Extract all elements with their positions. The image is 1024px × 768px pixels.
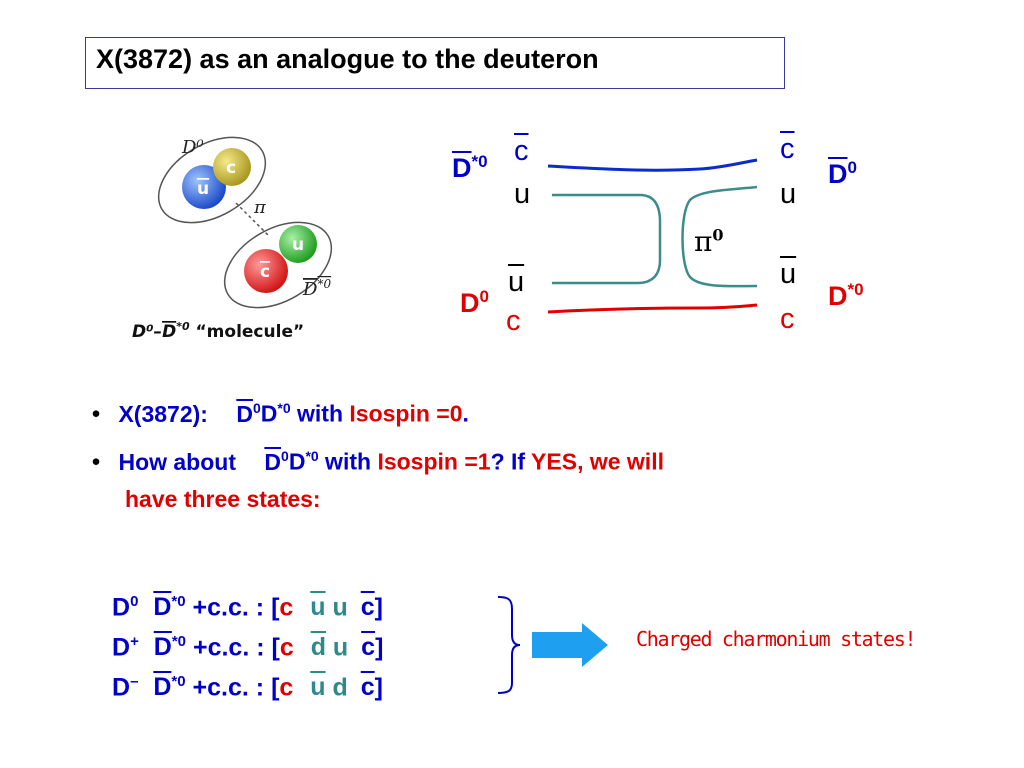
molecule-figure: D⁰ c u π c u D*0 D⁰–D*0 “molecule” xyxy=(132,136,333,342)
top-meson-ellipse xyxy=(157,136,267,224)
page-title: X(3872) as an analogue to the deuteron xyxy=(96,44,599,74)
molecule-caption: D⁰–D*0 “molecule” xyxy=(132,320,304,342)
quark-c-ball xyxy=(213,148,251,186)
title-box xyxy=(85,37,785,89)
quark-u-bar-ball xyxy=(182,165,226,209)
bullet-2-line-2: have three states: xyxy=(125,486,321,512)
right-top-meson-label: D0 xyxy=(828,158,857,189)
right-arrow-icon xyxy=(532,623,608,667)
right-bottom-meson-label: D*0 xyxy=(828,280,864,311)
right-top-quark-c-bar: c xyxy=(780,133,795,165)
u-line-upper-left xyxy=(552,193,662,285)
left-top-meson-label: D*0 xyxy=(452,152,488,183)
svg-text:u: u xyxy=(292,235,304,255)
left-bottom-quark-u-bar: u xyxy=(508,266,525,298)
brace-and-arrow xyxy=(497,596,608,694)
pion-label: π xyxy=(253,197,267,218)
bullet-2: • How about D0D*0 with Isospin =1? If YE… xyxy=(92,448,664,475)
svg-text:c: c xyxy=(260,262,270,282)
bullet-1: • X(3872): D0D*0 with Isospin =0. xyxy=(92,400,469,427)
right-top-quark-u: u xyxy=(780,178,797,210)
state-row-1: D0 D*0 +c.c. : [c u u c] xyxy=(112,593,383,622)
quark-c-bar-ball xyxy=(244,249,288,293)
right-brace xyxy=(497,596,521,694)
bottom-meson-ellipse xyxy=(223,221,333,309)
pion-dashed-line xyxy=(235,202,271,238)
bottom-meson-label: D*0 xyxy=(302,277,331,300)
svg-text:u: u xyxy=(197,179,209,199)
right-bottom-quark-u-bar: u xyxy=(780,258,797,290)
u-line-upper-right xyxy=(681,185,758,288)
top-meson-label: D⁰ xyxy=(181,137,204,158)
pion-zero-label: π0 xyxy=(694,225,724,258)
state-row-3: D– D*0 +c.c. : [c u d c] xyxy=(112,673,383,702)
charged-states-label: Charged charmonium states! xyxy=(636,627,917,651)
left-top-quark-c-bar: c xyxy=(514,135,529,167)
quark-u-ball xyxy=(279,225,317,263)
charm-line-top xyxy=(547,158,758,172)
left-bottom-meson-label: D0 xyxy=(460,287,489,318)
charm-line-bottom xyxy=(547,303,758,314)
left-bottom-quark-c: c xyxy=(506,305,521,337)
state-row-2: D+ D*0 +c.c. : [c d u c] xyxy=(112,633,384,662)
left-top-quark-u: u xyxy=(514,178,531,210)
quark-line-diagram xyxy=(547,158,758,314)
right-bottom-quark-c: c xyxy=(780,303,795,335)
svg-text:c: c xyxy=(226,158,236,178)
